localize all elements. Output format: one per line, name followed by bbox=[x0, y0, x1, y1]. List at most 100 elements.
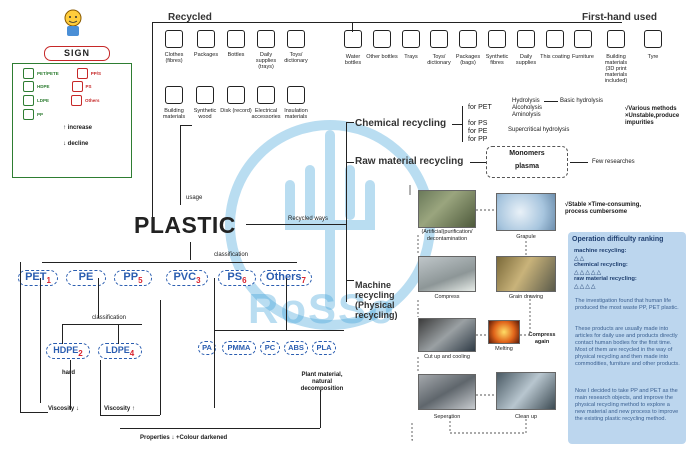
firsthand-item-label: Toys/ dictionary bbox=[427, 54, 451, 66]
step-clean-up: Clean up bbox=[514, 414, 538, 420]
ranking-row-stars: △△ bbox=[574, 256, 586, 262]
compress-photo bbox=[418, 256, 476, 292]
plastic-title: PLASTIC bbox=[134, 212, 236, 238]
ranking-title: Operation difficulty ranking bbox=[572, 236, 664, 243]
cutup-photo bbox=[418, 318, 476, 352]
bin-icon bbox=[517, 30, 535, 48]
firsthand-item-label: Other bottles bbox=[366, 54, 398, 60]
recycle-4-icon bbox=[23, 94, 34, 106]
firsthand-item-label: This coating bbox=[540, 54, 570, 60]
ruler-icon bbox=[430, 30, 448, 48]
machine-flow-arrows bbox=[409, 185, 531, 441]
bag-icon bbox=[197, 30, 215, 48]
basic-hydrolysis-label: Basic hydrolysis bbox=[560, 98, 604, 104]
ranking-p1: The investigation found that human life … bbox=[575, 298, 679, 311]
recycled-item-label: Daily supplies (trays) bbox=[255, 52, 277, 70]
plant-material-label: Plant material, natural decomposition bbox=[300, 372, 344, 392]
machine-note: √Stable ×Time-consuming, process cumbers… bbox=[565, 202, 642, 215]
ranking-row-label: raw material recycling: bbox=[574, 276, 637, 282]
for-pe-label: for PE bbox=[468, 128, 488, 135]
ranking-row-stars: △△△△△ bbox=[574, 270, 603, 276]
usage-label: usage bbox=[186, 195, 203, 201]
seperation-photo bbox=[418, 374, 476, 410]
type-hdpe: HDPE2 bbox=[46, 343, 90, 359]
firsthand-heading: First-hand used bbox=[582, 12, 658, 23]
bin-icon bbox=[257, 30, 275, 48]
tray-icon bbox=[402, 30, 420, 48]
decline-legend: ↓ decline bbox=[63, 141, 89, 147]
sign-row: PET/PETE PP/S bbox=[23, 67, 128, 79]
firsthand-item-label: Furniture bbox=[571, 54, 594, 60]
firsthand-item-label: Tyre bbox=[647, 54, 659, 60]
melting-photo bbox=[488, 320, 520, 344]
sign-row: LDPE Others bbox=[23, 93, 128, 107]
monomers-plasma-box: Monomers plasma bbox=[486, 146, 568, 178]
spray-bottle-icon bbox=[227, 30, 245, 48]
for-pp-label: for PP bbox=[468, 136, 488, 143]
building-icon bbox=[607, 30, 625, 48]
firsthand-item-label: Trays bbox=[404, 54, 418, 60]
type-ldpe: LDPE4 bbox=[98, 343, 142, 359]
firsthand-item-label: Water bottles bbox=[344, 54, 362, 66]
properties-label: Properties ↓ +Colour darkened bbox=[140, 435, 228, 441]
step-purification: (Artificial)purification/ decontaminatio… bbox=[421, 229, 473, 242]
type-pvc: PVC3 bbox=[166, 270, 208, 286]
type-pp: PP5 bbox=[114, 270, 152, 286]
recycle-7-icon bbox=[71, 94, 83, 106]
shirt-icon bbox=[165, 30, 183, 48]
step-melting: Melting bbox=[495, 346, 513, 352]
recycled-item-label: Insulation materials bbox=[284, 108, 308, 120]
viscosity-up-label: Viscosity ↑ bbox=[104, 406, 135, 412]
wood-icon bbox=[196, 86, 214, 104]
sign-row: HDPE PS bbox=[23, 79, 128, 93]
recycled-heading: Recycled bbox=[168, 12, 212, 23]
classification-label: classification bbox=[214, 252, 249, 258]
recycle-5-icon bbox=[76, 67, 88, 79]
recycle-pp-icon bbox=[23, 108, 34, 120]
recycled-item-label: Synthetic wood bbox=[193, 108, 217, 120]
few-researches-label: Few researches bbox=[592, 159, 635, 165]
firsthand-item-label: Synthetic fibres bbox=[485, 54, 509, 66]
ranking-p2: These products are usually made into art… bbox=[575, 326, 680, 367]
step-compress: Compress bbox=[434, 294, 460, 300]
ranking-row-label: machine recycling: bbox=[574, 248, 627, 254]
recycled-item-label: Disk (record) bbox=[220, 108, 252, 114]
raw-recycling-title: Raw material recycling bbox=[355, 156, 464, 167]
supercritical-label: Supercritical hydrolysis bbox=[508, 127, 570, 133]
monomers-label: Monomers bbox=[509, 150, 545, 157]
recycled-item-label: Building materials bbox=[162, 108, 186, 120]
sign-panel: PET/PETE PP/S HDPE PS LDPE Others PP ↑ i… bbox=[12, 63, 132, 178]
bag-icon bbox=[459, 30, 477, 48]
increase-legend: ↑ increase bbox=[63, 125, 93, 131]
coating-icon bbox=[546, 30, 564, 48]
chair-icon bbox=[574, 30, 592, 48]
chemical-note: √Various methods ×Unstable,produce impur… bbox=[625, 106, 680, 126]
step-cut-up: Cut up and cooling bbox=[424, 354, 470, 360]
recycled-ways-label: Recycled ways bbox=[288, 216, 329, 222]
firsthand-item-label: Building materials (3D print materials i… bbox=[604, 54, 628, 84]
for-pet-label: for PET bbox=[468, 104, 492, 111]
chemical-method: Hydrolysis bbox=[512, 98, 540, 104]
recycled-item-label: Bottles bbox=[227, 52, 245, 58]
grain-drawing-photo bbox=[496, 256, 556, 292]
plasma-label: plasma bbox=[514, 163, 540, 170]
step-grain-drawing: Grain drawing bbox=[508, 294, 544, 300]
purification-photo bbox=[418, 190, 476, 228]
bottle-icon bbox=[344, 30, 362, 48]
recycled-item-label: Toys/ dictionary bbox=[284, 52, 308, 64]
type-pa: PA bbox=[198, 341, 216, 355]
sign-mascot bbox=[60, 8, 86, 38]
ranking-row-stars: △△△△ bbox=[574, 284, 597, 290]
firsthand-item-label: Daily supplies bbox=[515, 54, 537, 66]
chemical-method: Alcoholysis bbox=[512, 105, 543, 111]
ranking-p3: Now I decided to take PP and PET as the … bbox=[575, 388, 679, 422]
classification2-label: classification bbox=[92, 315, 127, 321]
plug-icon bbox=[257, 86, 275, 104]
recycle-1-icon bbox=[23, 67, 34, 79]
viscosity-down-label: Viscosity ↓ bbox=[48, 406, 79, 412]
ranking-panel bbox=[568, 232, 686, 444]
type-pe: PE bbox=[66, 270, 106, 286]
type-pet: PET1 bbox=[18, 270, 58, 286]
disk-icon bbox=[227, 86, 245, 104]
fibre-icon bbox=[488, 30, 506, 48]
